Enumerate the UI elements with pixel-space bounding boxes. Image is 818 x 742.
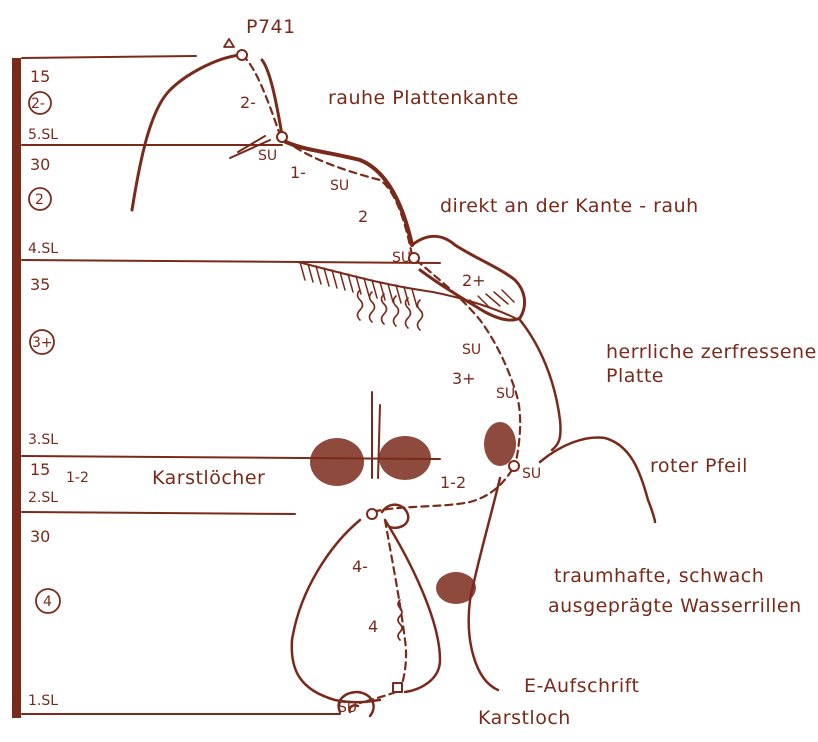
karst-hole <box>484 422 516 466</box>
pitch4-grade: 2 <box>35 192 44 208</box>
belay-label: SU <box>522 466 541 482</box>
note-wasserrillen-1: traumhafte, schwach <box>554 565 764 587</box>
note-plattenkante: rauhe Plattenkante <box>328 87 519 109</box>
note-kante: direkt an der Kante - rauh <box>440 195 699 217</box>
belay-label: SU <box>392 250 411 266</box>
route-grade: 3+ <box>452 369 476 388</box>
pitch-dividers <box>21 55 441 715</box>
belay-station <box>276 131 288 143</box>
summit: P741 <box>223 16 296 48</box>
stance-2: 2.SL <box>28 490 58 506</box>
pitch2-grade: 1-2 <box>66 470 89 486</box>
route-grade: 2+ <box>462 271 486 290</box>
scale-column: 15 2- 5.SL 30 2 4.SL 35 3+ 3.SL 15 1-2 2… <box>28 67 89 709</box>
belay-station <box>408 252 420 264</box>
belay-station <box>366 508 378 520</box>
pitch1-length: 30 <box>30 527 50 546</box>
annotations: rauhe Plattenkante direkt an der Kante -… <box>152 87 817 729</box>
route-line <box>240 53 522 705</box>
pitch2-length: 15 <box>30 460 50 479</box>
stance-3: 3.SL <box>28 432 58 448</box>
belay-stations <box>236 49 520 693</box>
note-platte-2: Platte <box>606 365 664 387</box>
karst-hole <box>379 436 431 480</box>
grade-ring <box>28 187 52 211</box>
summit-triangle <box>223 38 235 48</box>
belay-label: SU <box>258 148 277 164</box>
belay-station <box>508 460 520 472</box>
belay-label: SU <box>338 700 357 716</box>
summit-label: P741 <box>246 16 296 38</box>
pitch3-grade: 3+ <box>32 335 53 351</box>
note-karstloecher: Karstlöcher <box>152 467 265 489</box>
overhang-hatching <box>299 261 515 311</box>
route-grade: 2- <box>240 93 256 112</box>
belay-label: SU <box>496 386 515 402</box>
karst-holes <box>310 391 516 604</box>
stance-5: 5.SL <box>28 127 58 143</box>
grade-ring <box>28 91 52 115</box>
pitch4-length: 30 <box>30 155 50 174</box>
pitch5-length: 15 <box>30 67 50 86</box>
belay-label: SU <box>462 342 481 358</box>
belay-station <box>236 49 248 61</box>
note-pfeil: roter Pfeil <box>650 455 748 477</box>
belay-label: SU <box>330 178 349 194</box>
belay-station <box>392 682 403 693</box>
note-wasserrillen-2: ausgeprägte Wasserrillen <box>548 595 802 617</box>
route-grade: 2 <box>358 207 368 226</box>
pitch3-length: 35 <box>30 275 50 294</box>
karst-hole <box>436 572 476 604</box>
route-grade: 1- <box>290 163 306 182</box>
stance-4: 4.SL <box>28 241 58 257</box>
grade-ring <box>29 329 55 355</box>
pitch5-grade: 2- <box>31 96 45 112</box>
note-platte-1: herrliche zerfressene <box>606 341 817 363</box>
karst-hole <box>310 438 364 486</box>
route-grade: 1-2 <box>440 473 466 492</box>
grade-ring <box>35 588 61 614</box>
scale-bar <box>12 58 21 718</box>
belay-labels: SU SU SU SU SU SU SU <box>258 148 541 716</box>
stance-1: 1.SL <box>28 693 58 709</box>
note-aufschrift: E-Aufschrift <box>524 675 639 697</box>
pitch1-grade: 4 <box>43 594 52 610</box>
route-grade: 4- <box>352 557 368 576</box>
route-grades: 2- 1- 2 2+ 3+ 1-2 4- 4 <box>240 93 486 636</box>
note-karstloch: Karstloch <box>478 707 571 729</box>
route-grade: 4 <box>368 617 378 636</box>
